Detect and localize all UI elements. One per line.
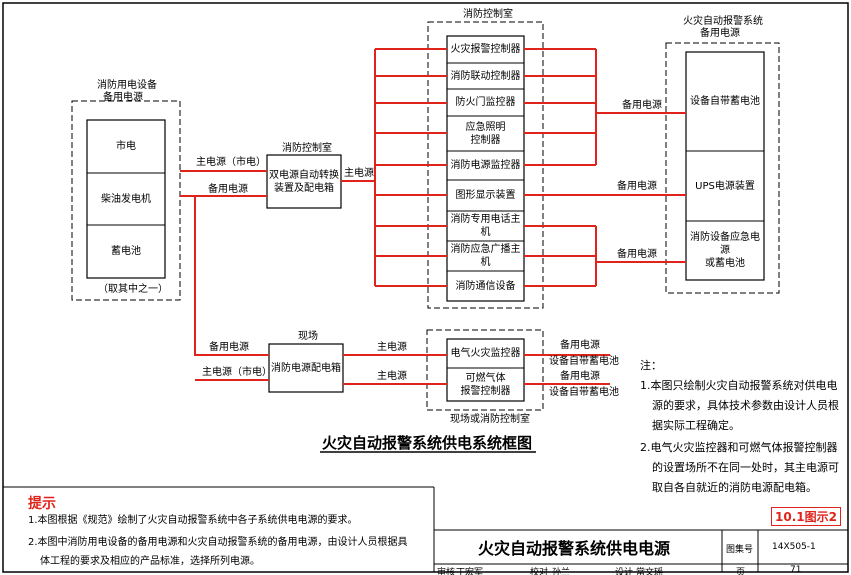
fire-alarm-controller: 火灾报警控制器 (450, 44, 521, 55)
dual-power-switch-box: 双电源自动转换 装置及配电箱 (267, 155, 341, 208)
gas-alarm-line1: 可燃气体 (465, 372, 506, 384)
note-2a: 2.电气火灾监控器和可燃气体报警控制器 (640, 441, 838, 454)
left-group-title-2: 备用电源 (103, 92, 143, 103)
left-group-title-1: 消防用电设备 (97, 80, 157, 91)
notes-title: 注： (640, 359, 662, 372)
emergency-lighting-line2: 控制器 (470, 134, 501, 146)
reviewer-name: 丁宏军 (456, 568, 484, 575)
right-group-title-2: 备用电源 (700, 28, 740, 39)
atlas-label: 图集号 (726, 545, 754, 555)
figure-tag: 10.1图示2 (771, 507, 841, 526)
right-group-title-1: 火灾自动报警系统 (683, 16, 763, 27)
power-monitor: 消防电源监控器 (450, 160, 521, 171)
emergency-lighting-line1: 应急照明 (465, 121, 506, 133)
monitor-battery-label-2: 设备自带蓄电池 (549, 387, 619, 398)
site-in-backup-label: 备用电源 (209, 342, 249, 353)
backup-label-2: 备用电源 (617, 181, 657, 192)
monitor-backup-label-2: 备用电源 (560, 371, 600, 382)
diesel-generator-item: 柴油发电机 (101, 193, 151, 205)
electrical-fire-monitor: 电气火灾监控器 (450, 348, 521, 359)
atlas-number: 14X505-1 (772, 542, 816, 552)
site-header: 现场 (298, 331, 318, 342)
site-box-frame (268, 343, 344, 393)
tip-1: 1.本图根据《规范》绘制了火灾自动报警系统中各子系统供电电源的要求。 (28, 515, 358, 526)
design-label: 设计 (615, 568, 634, 575)
right-group-frame (665, 42, 780, 294)
site-distribution-box: 消防电源配电箱 (271, 362, 341, 374)
note-1a: 1.本图只绘制火灾自动报警系统对供电电 (640, 379, 838, 392)
tip-3: 体工程的要求及相应的产品标准，选择所列电源。 (40, 556, 260, 567)
switch-in-backup-label: 备用电源 (208, 184, 248, 195)
note-1b: 源的要求，具体技术参数由设计人员根 (652, 399, 839, 412)
choose-one-note: （取其中之一） (98, 284, 168, 295)
emergency-supply-item: 消防设备应急电源 或蓄电池 (686, 221, 764, 280)
communication-device: 消防通信设备 (455, 280, 516, 292)
fire-door-monitor: 防火门监控器 (455, 97, 516, 108)
switch-in-main-label: 主电源（市电） (196, 157, 266, 168)
monitor-frame (426, 329, 544, 411)
switch-header: 消防控制室 (282, 143, 332, 154)
switch-box-line2: 装置及配电箱 (274, 182, 334, 194)
note-1c: 据实际工程确定。 (652, 419, 740, 432)
site-out-main-label-1: 主电源 (377, 342, 407, 353)
monitor-battery-label-1: 设备自带蓄电池 (549, 356, 619, 367)
backup-label-3: 备用电源 (617, 249, 657, 260)
site-out-main-label-2: 主电源 (377, 371, 407, 382)
gas-alarm-line2: 报警控制器 (460, 385, 511, 397)
monitor-backup-label-1: 备用电源 (560, 340, 600, 351)
tips-title: 提示 (28, 496, 56, 512)
designer-name: 常文瑶 (636, 568, 664, 575)
backup-label-1: 备用电源 (622, 100, 662, 111)
battery-item: 蓄电池 (111, 246, 141, 257)
graphic-display: 图形显示装置 (455, 190, 516, 201)
gas-alarm-controller: 可燃气体 报警控制器 (447, 368, 524, 401)
site-in-main-label: 主电源（市电） (202, 367, 272, 378)
page-number: 71 (790, 565, 802, 575)
broadcast-host: 消防应急广播主机 (450, 244, 521, 268)
tip-2: 2.本图中消防用电设备的备用电源和火灾自动报警系统的备用电源，由设计人员根据具 (28, 537, 408, 548)
left-group-frame (71, 100, 181, 301)
red-wiring (180, 48, 686, 385)
page-label: 页 (736, 568, 746, 575)
builtin-battery-item: 设备自带蓄电池 (690, 96, 760, 107)
diagram-caption: 火灾自动报警系统供电系统框图 (322, 434, 533, 452)
switch-out-main-label: 主电源 (344, 168, 374, 179)
note-2b: 的设置场所不在同一处时，其主电源可 (652, 461, 839, 474)
switch-box-line1: 双电源自动转换 (269, 169, 339, 181)
emergency-supply-line1: 消防设备应急电源 (690, 232, 760, 256)
sheet-title: 火灾自动报警系统供电电源 (478, 539, 671, 558)
check-label: 校对 (530, 568, 549, 575)
emergency-lighting-controller: 应急照明 控制器 (447, 116, 524, 151)
mains-power-item: 市电 (116, 141, 136, 152)
ups-item: UPS电源装置 (695, 180, 755, 192)
monitor-location-note: 现场或消防控制室 (450, 414, 530, 425)
note-2c: 取自各自就近的消防电源配电箱。 (652, 481, 817, 494)
left-group-box (86, 119, 166, 279)
control-room-header: 消防控制室 (463, 9, 513, 20)
review-label: 审核 (437, 568, 456, 575)
emergency-supply-line2: 或蓄电池 (705, 258, 745, 269)
title-block-grid (434, 529, 848, 572)
linkage-controller: 消防联动控制器 (450, 70, 521, 82)
fire-telephone-host: 消防专用电话主机 (450, 214, 521, 238)
checker-name: 孙兰 (552, 568, 571, 575)
